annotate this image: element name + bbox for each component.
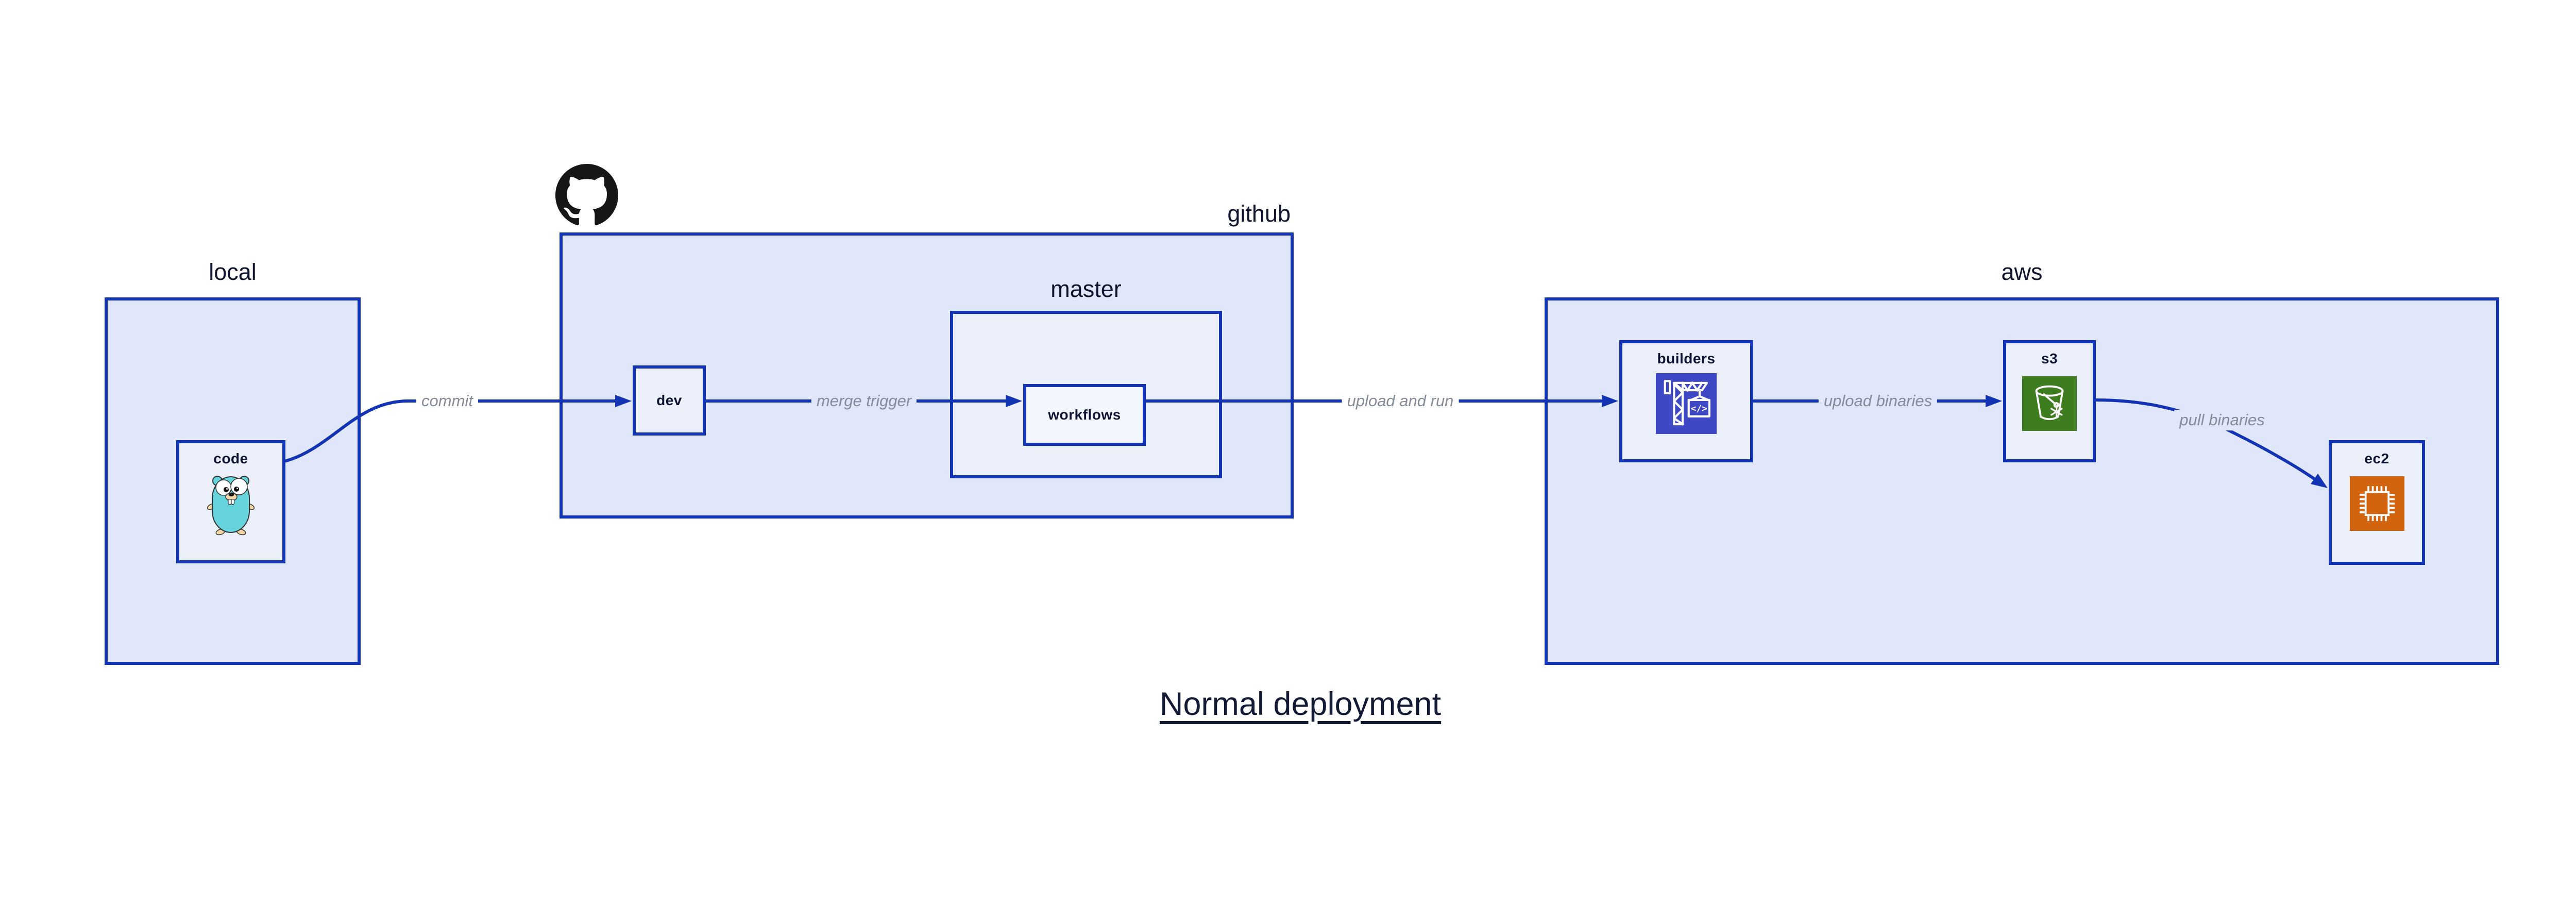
aws-container-label: aws (2001, 259, 2043, 285)
builders-node: builders </> (1619, 340, 1753, 462)
workflows-node: workflows (1023, 384, 1146, 446)
svg-text:</>: </> (1691, 404, 1707, 414)
s3-node: s3 (2003, 340, 2096, 462)
diagram-title: Normal deployment (1159, 686, 1442, 722)
s3-node-label: s3 (2041, 350, 2058, 366)
github-octocat-icon (555, 164, 618, 225)
ec2-chip-icon (2349, 476, 2404, 531)
edge-upload-binaries-label: upload binaries (1818, 391, 1938, 411)
edge-upload-and-run-label: upload and run (1342, 391, 1459, 411)
ec2-node-label: ec2 (2364, 450, 2389, 466)
ec2-node: ec2 (2329, 440, 2425, 565)
code-node-label: code (213, 450, 248, 466)
go-gopher-icon (207, 476, 255, 536)
github-container-label: github (1227, 201, 1291, 227)
edge-pull-binaries-label: pull binaries (2174, 410, 2270, 430)
edge-merge-trigger-label: merge trigger (811, 391, 917, 411)
workflows-node-label: workflows (1048, 407, 1121, 423)
codebuild-crane-icon: </> (1656, 373, 1717, 434)
code-node: code (176, 440, 285, 563)
local-container-label: local (209, 259, 257, 285)
dev-node-label: dev (656, 392, 682, 408)
s3-glacier-bucket-icon (2022, 376, 2077, 431)
dev-node: dev (633, 365, 706, 436)
master-container-label: master (1050, 276, 1122, 302)
edge-commit-label: commit (416, 391, 478, 411)
builders-node-label: builders (1657, 350, 1716, 366)
